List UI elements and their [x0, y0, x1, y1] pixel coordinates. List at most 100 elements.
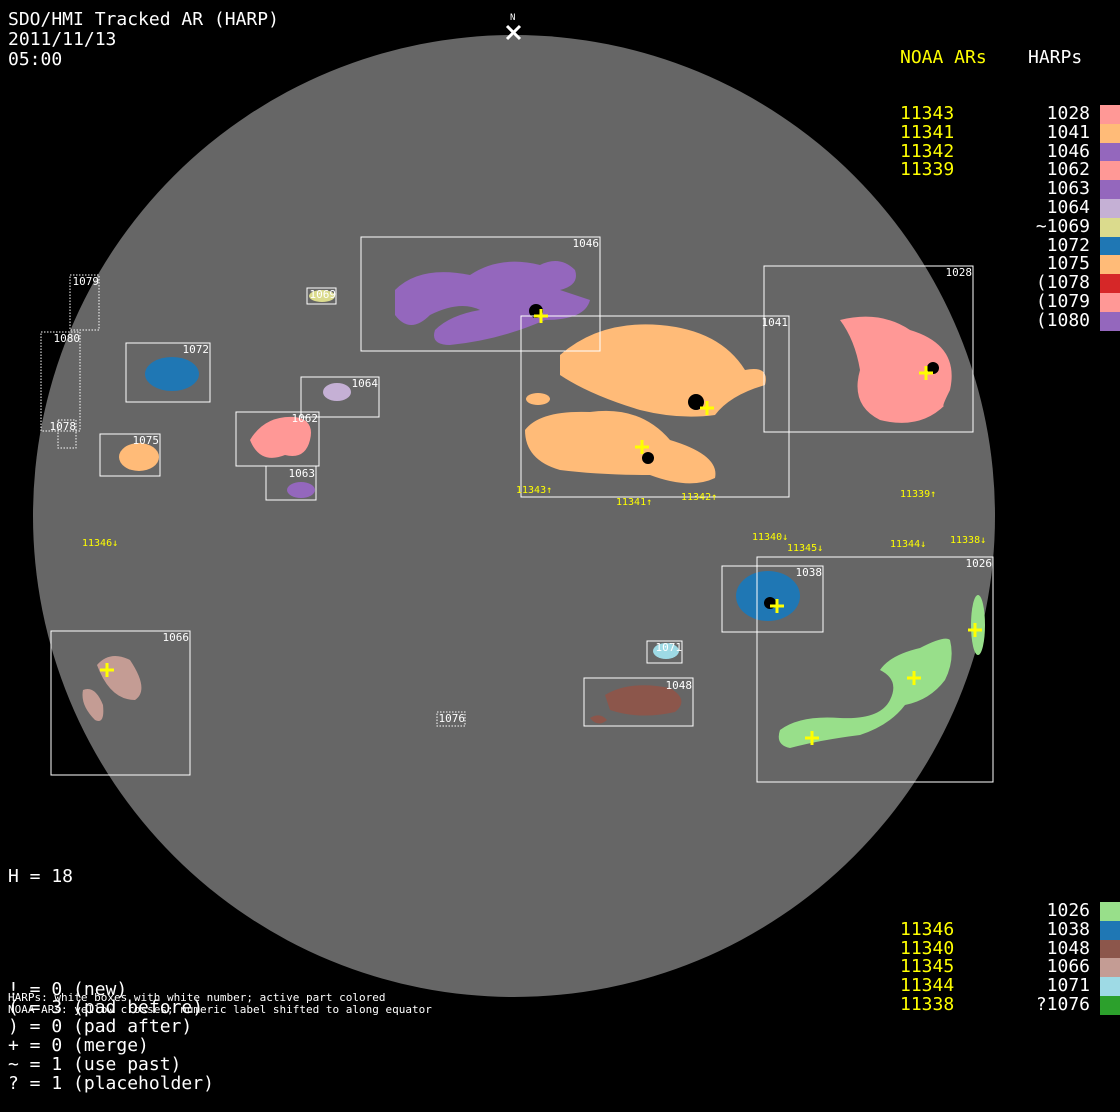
region-1046 — [395, 261, 590, 345]
noaa-number: 11344 — [900, 975, 955, 997]
harp-color-swatch — [1100, 958, 1120, 978]
legend-row: 1075 — [900, 255, 1120, 275]
noaa-number: 11342 — [900, 140, 955, 162]
svg-text:1041: 1041 — [762, 316, 789, 329]
svg-text:1028: 1028 — [946, 266, 973, 279]
harp-box-1028 — [763, 265, 974, 433]
harp-color-swatch — [1100, 995, 1120, 1015]
harp-box-1064 — [300, 376, 380, 418]
harp-number: (1078 — [1035, 272, 1090, 294]
svg-text:1080: 1080 — [54, 332, 81, 345]
noaa-number — [900, 293, 1028, 312]
harp-color-swatch — [1100, 255, 1120, 275]
harp-color-swatch — [1100, 977, 1120, 997]
region-1048 — [590, 685, 682, 724]
harp-box-1048 — [583, 677, 694, 727]
noaa-number — [900, 312, 1028, 331]
legend-row: 1026 — [900, 900, 1120, 921]
svg-text:1062: 1062 — [292, 412, 319, 425]
region-1072 — [145, 357, 199, 391]
svg-text:N: N — [510, 13, 515, 23]
svg-text:1063: 1063 — [289, 467, 316, 480]
legend-row: (1079 — [900, 290, 1120, 312]
legend-row: (1078 — [900, 272, 1120, 294]
svg-text:1079: 1079 — [73, 275, 100, 288]
solar-disk-map: N — [33, 13, 995, 997]
harp-number: (1079 — [1035, 290, 1090, 312]
harp-color-swatch — [1100, 274, 1120, 294]
harp-number: 1048 — [1046, 937, 1090, 959]
noaa-number: 11343 — [900, 102, 955, 124]
noaa-number — [900, 180, 1028, 199]
svg-text:1071: 1071 — [656, 641, 683, 654]
svg-text:1076: 1076 — [439, 712, 466, 725]
region-1071 — [653, 643, 679, 659]
stat-line: ! = 0 (new) — [8, 978, 128, 1000]
note-harps: HARPs: white boxes with white number; ac… — [8, 991, 386, 1004]
harp-boxes — [40, 236, 994, 783]
region-1075 — [119, 443, 159, 471]
svg-text:1066: 1066 — [163, 631, 190, 644]
note-noaa: NOAA ARs: yellow crosses; numeric label … — [8, 1002, 432, 1016]
svg-text:1078: 1078 — [50, 420, 77, 433]
svg-text:11343↑: 11343↑ — [516, 485, 552, 496]
harp-color-swatch — [1100, 142, 1120, 162]
noaa-number: 11345 — [900, 956, 955, 978]
svg-text:11341↑: 11341↑ — [616, 497, 652, 508]
harp-number: 1072 — [1046, 234, 1090, 256]
harp-number: ~1069 — [1035, 215, 1090, 237]
svg-text:1064: 1064 — [352, 377, 379, 390]
svg-text:11346↓: 11346↓ — [82, 538, 118, 549]
harp-box-1038 — [721, 565, 824, 633]
harp-number: 1063 — [1046, 178, 1090, 200]
harp-number: 1026 — [1046, 900, 1090, 921]
north-marker: N — [505, 13, 522, 41]
harp-color-swatch — [1100, 198, 1120, 218]
active-regions — [82, 261, 985, 748]
svg-text:11342↑: 11342↑ — [681, 492, 717, 503]
harp-box-1026 — [756, 556, 994, 783]
harp-color-swatch — [1100, 180, 1120, 200]
noaa-number: 11340 — [900, 937, 955, 959]
harp-count: H = 18 — [8, 865, 74, 887]
noaa-number: 11339 — [900, 159, 955, 181]
harp-number: 1041 — [1046, 121, 1090, 143]
harp-box-1046 — [360, 236, 601, 352]
svg-text:1072: 1072 — [183, 343, 210, 356]
harp-number: 1071 — [1046, 975, 1090, 997]
svg-text:11338↓: 11338↓ — [950, 535, 986, 546]
harp-number: (1080 — [1035, 309, 1090, 331]
svg-text:1046: 1046 — [573, 237, 600, 250]
region-1062 — [250, 416, 311, 458]
svg-text:1026: 1026 — [966, 557, 993, 570]
legend-row: 11339 1062 — [900, 159, 1120, 181]
title: SDO/HMI Tracked AR (HARP) — [8, 9, 279, 30]
noaa-number — [900, 274, 1028, 293]
harp-box-1071 — [646, 640, 683, 664]
region-1064 — [323, 383, 351, 401]
legend-row: 1064 — [900, 196, 1120, 218]
harp-number: ?1076 — [1035, 993, 1090, 1015]
legend-row: 1072 — [900, 234, 1120, 256]
harp-number: 1062 — [1046, 159, 1090, 181]
harp-number: 1064 — [1046, 196, 1090, 218]
date: 2011/11/13 — [8, 29, 117, 50]
harp-color-swatch — [1100, 236, 1120, 256]
svg-text:1069: 1069 — [310, 288, 337, 301]
legend-row: 11344 1071 — [900, 975, 1120, 997]
harp-color-swatch — [1100, 292, 1120, 312]
noaa-labels: 11343↑ 11341↑ 11342↑ 11339↑ 11346↓ 11340… — [82, 485, 986, 554]
harp-color-swatch — [1100, 939, 1120, 959]
stats-legend: H = 18 ! = 0 (new)( = 3 (pad before)) = … — [8, 830, 214, 1112]
noaa-number — [900, 199, 1028, 218]
stat-line: ~ = 1 (use past) — [8, 1053, 182, 1075]
svg-text:1038: 1038 — [796, 566, 823, 579]
stat-line: ) = 0 (pad after) — [8, 1016, 193, 1038]
time: 05:00 — [8, 49, 63, 70]
noaa-number — [900, 218, 1028, 237]
